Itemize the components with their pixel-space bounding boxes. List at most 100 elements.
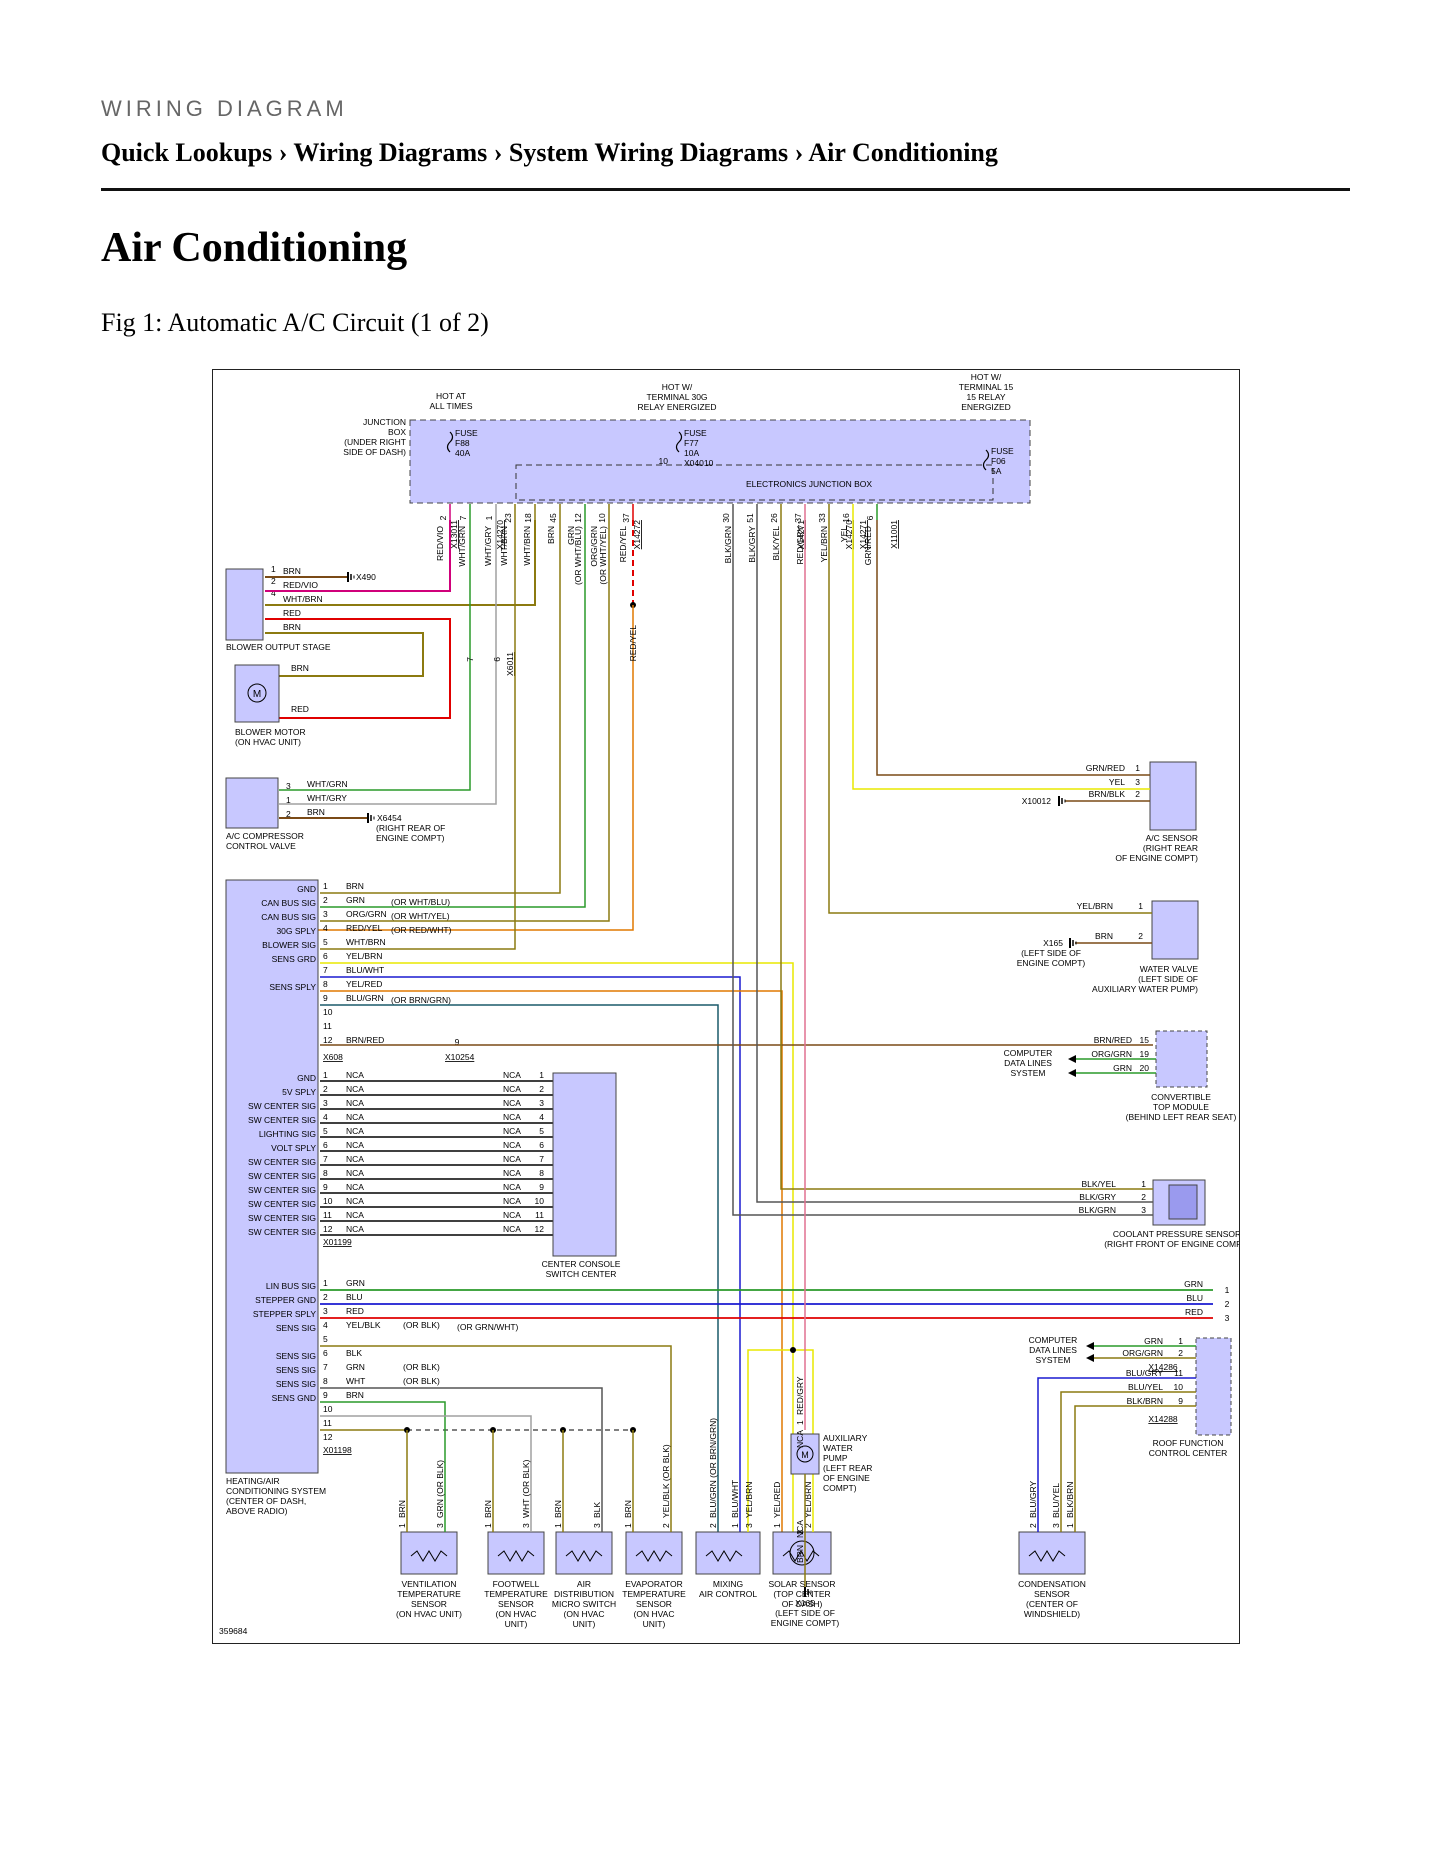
- junction-box-label: (UNDER RIGHT: [344, 437, 406, 447]
- signal-label: GND: [297, 884, 316, 894]
- wire-red: [265, 618, 451, 719]
- wire-label: YEL/BLK (OR BLK): [661, 1444, 671, 1518]
- signal-label: LIN BUS SIG: [266, 1281, 316, 1291]
- pin-number: 3: [1135, 777, 1140, 787]
- top-wire-label: YEL/BRN: [819, 526, 829, 562]
- wire-label: NCA: [503, 1084, 521, 1094]
- pin-number: 6: [323, 1140, 328, 1150]
- top-wire-label: GRN: [566, 526, 576, 545]
- top-pin: 23: [503, 513, 513, 523]
- signal-label: GND: [297, 1073, 316, 1083]
- wire-label: GRN: [1144, 1336, 1163, 1346]
- pin-number: 9: [323, 1182, 328, 1192]
- pin-number: 10: [535, 1196, 545, 1206]
- wire-label: BRN: [307, 807, 325, 817]
- wire-label: GRN: [346, 1278, 365, 1288]
- top-wire-label: WHT/GRN: [457, 526, 467, 567]
- blower-motor-label: BLOWER MOTOR: [235, 727, 306, 737]
- signal-label: STEPPER SPLY: [253, 1309, 316, 1319]
- pin-number: 3: [539, 1098, 544, 1108]
- signal-label: SW CENTER SIG: [248, 1213, 316, 1223]
- signal-label: SENS SIG: [276, 1379, 316, 1389]
- wire-label: NCA: [346, 1168, 364, 1178]
- power-label-hot-30g: TERMINAL 30G: [646, 392, 707, 402]
- wire-label: BLU/GRY: [1126, 1368, 1163, 1378]
- pin-number: 1: [730, 1523, 740, 1528]
- wire-gnd-brn: [320, 520, 561, 894]
- wire-label: BRN: [795, 1545, 805, 1563]
- pin-number: 1: [1141, 1179, 1146, 1189]
- wire-label: BRN/RED: [346, 1035, 384, 1045]
- power-label-hot-30g: RELAY ENERGIZED: [637, 402, 716, 412]
- wire-label: BLU/GRY: [1028, 1481, 1038, 1518]
- blower-output-stage-label: BLOWER OUTPUT STAGE: [226, 642, 331, 652]
- wire-blu-grn: [320, 1004, 719, 1532]
- wire-label: NCA: [503, 1112, 521, 1122]
- aux-pump-label: OF ENGINE: [823, 1473, 870, 1483]
- pin-number: 11: [323, 1418, 332, 1428]
- wire-label: BLK: [346, 1348, 362, 1358]
- pin-number: 3: [286, 781, 291, 791]
- wire-label: YEL: [1109, 777, 1125, 787]
- bottom-sensor-label: TEMPERATURE: [622, 1589, 686, 1599]
- sensor-resistor: [1028, 1550, 1066, 1562]
- bottom-sensor-label: VENTILATION: [401, 1579, 456, 1589]
- ac-sensor: [1149, 761, 1197, 831]
- inline-pin: 9: [455, 1037, 460, 1047]
- pin-number: 1: [553, 1523, 563, 1528]
- pin-number: 1: [1225, 1285, 1230, 1295]
- top-pin: 37: [793, 513, 803, 523]
- bottom-sensor: [695, 1531, 761, 1575]
- wire-label: WHT/BRN: [346, 937, 386, 947]
- pin-number: 2: [539, 1084, 544, 1094]
- top-pin: 18: [523, 513, 533, 523]
- pin-number: 9: [323, 993, 328, 1003]
- top-pin: 10: [597, 513, 607, 523]
- wire-label: BRN: [346, 881, 364, 891]
- fuse-label: 10A: [684, 448, 699, 458]
- connector-label: X01198: [323, 1445, 352, 1455]
- wire-label: NCA: [503, 1168, 521, 1178]
- pin-number: 10: [1174, 1382, 1184, 1392]
- wire-label: WHT/GRY: [307, 793, 347, 803]
- pin-number: 12: [323, 1224, 333, 1234]
- top-pin: 6: [865, 515, 875, 520]
- top-wire-label: BRN: [546, 526, 556, 544]
- breadcrumb[interactable]: Quick Lookups › Wiring Diagrams › System…: [101, 138, 998, 167]
- top-wire-label: WHT/BRN: [499, 526, 509, 566]
- pin-number: 4: [323, 1320, 328, 1330]
- wire-label: NCA: [346, 1084, 364, 1094]
- wire-yel-brn: [828, 520, 1152, 914]
- ground-label: X6454: [377, 813, 402, 823]
- wire-label: WHT (OR BLK): [521, 1459, 531, 1518]
- data-lines-label: COMPUTER: [1004, 1048, 1053, 1058]
- wire-label: BRN: [553, 1500, 563, 1518]
- wire-alt-label: (OR BLK): [403, 1320, 440, 1330]
- pump-motor-label: M: [801, 1450, 809, 1460]
- wire-alt-label: (OR BRN/GRN): [391, 995, 451, 1005]
- wire-label: NCA: [346, 1154, 364, 1164]
- wire-label: NCA: [346, 1126, 364, 1136]
- pin-number: 15: [1140, 1035, 1150, 1045]
- data-lines-label: SYSTEM: [1036, 1355, 1071, 1365]
- junction-box-label: BOX: [388, 427, 406, 437]
- pin-number: 6: [539, 1140, 544, 1150]
- top-wire-label: BLK/YEL: [771, 526, 781, 561]
- top-wire-label: WHT/GRY: [483, 526, 493, 566]
- wire-label: YEL/BRN: [1077, 901, 1113, 911]
- bottom-sensor: [487, 1531, 545, 1575]
- water-valve-label: AUXILIARY WATER PUMP): [1092, 984, 1198, 994]
- wire-label: ORG/GRN: [1122, 1348, 1163, 1358]
- wire-sens-grd: [320, 962, 794, 1532]
- top-wire-label: RED/GRY: [795, 526, 805, 565]
- pin-number: 10: [323, 1404, 333, 1414]
- bottom-sensor-label: SENSOR: [636, 1599, 672, 1609]
- signal-label: SW CENTER SIG: [248, 1171, 316, 1181]
- aux-pump-label: WATER: [823, 1443, 853, 1453]
- data-lines-label: DATA LINES: [1029, 1345, 1077, 1355]
- bottom-sensor: [400, 1531, 458, 1575]
- wire-label: BRN: [283, 622, 301, 632]
- top-pin: 37: [621, 513, 631, 523]
- connector-label: X608: [323, 1052, 343, 1062]
- junction-box-label: SIDE OF DASH): [343, 447, 406, 457]
